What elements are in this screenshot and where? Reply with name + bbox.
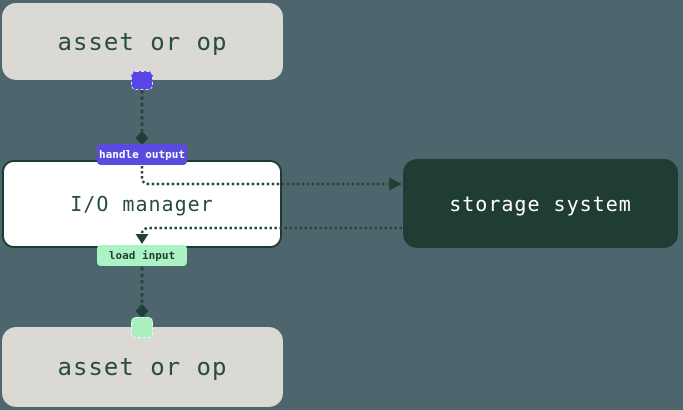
arrow-right-icon [389,177,402,191]
node-storage-system-label: storage system [449,191,632,216]
node-asset-or-op-bottom-label: asset or op [57,353,228,381]
node-asset-or-op-top: asset or op [2,3,283,80]
diamond-output-icon [135,131,149,145]
node-storage-system: storage system [403,159,678,248]
diamond-input-icon [135,304,149,318]
output-port-square-icon [131,71,153,90]
node-asset-or-op-top-label: asset or op [57,27,228,56]
load-input-text: load input [108,249,176,262]
input-port-square-icon [131,317,153,338]
node-io-manager-label: I/O manager [70,192,214,216]
node-asset-or-op-bottom: asset or op [2,327,283,407]
edge-label-load-input: load input [97,245,187,266]
edge-label-handle-output: handle output [97,144,187,165]
node-io-manager: I/O manager [2,160,282,248]
handle-output-text: handle output [98,148,186,161]
